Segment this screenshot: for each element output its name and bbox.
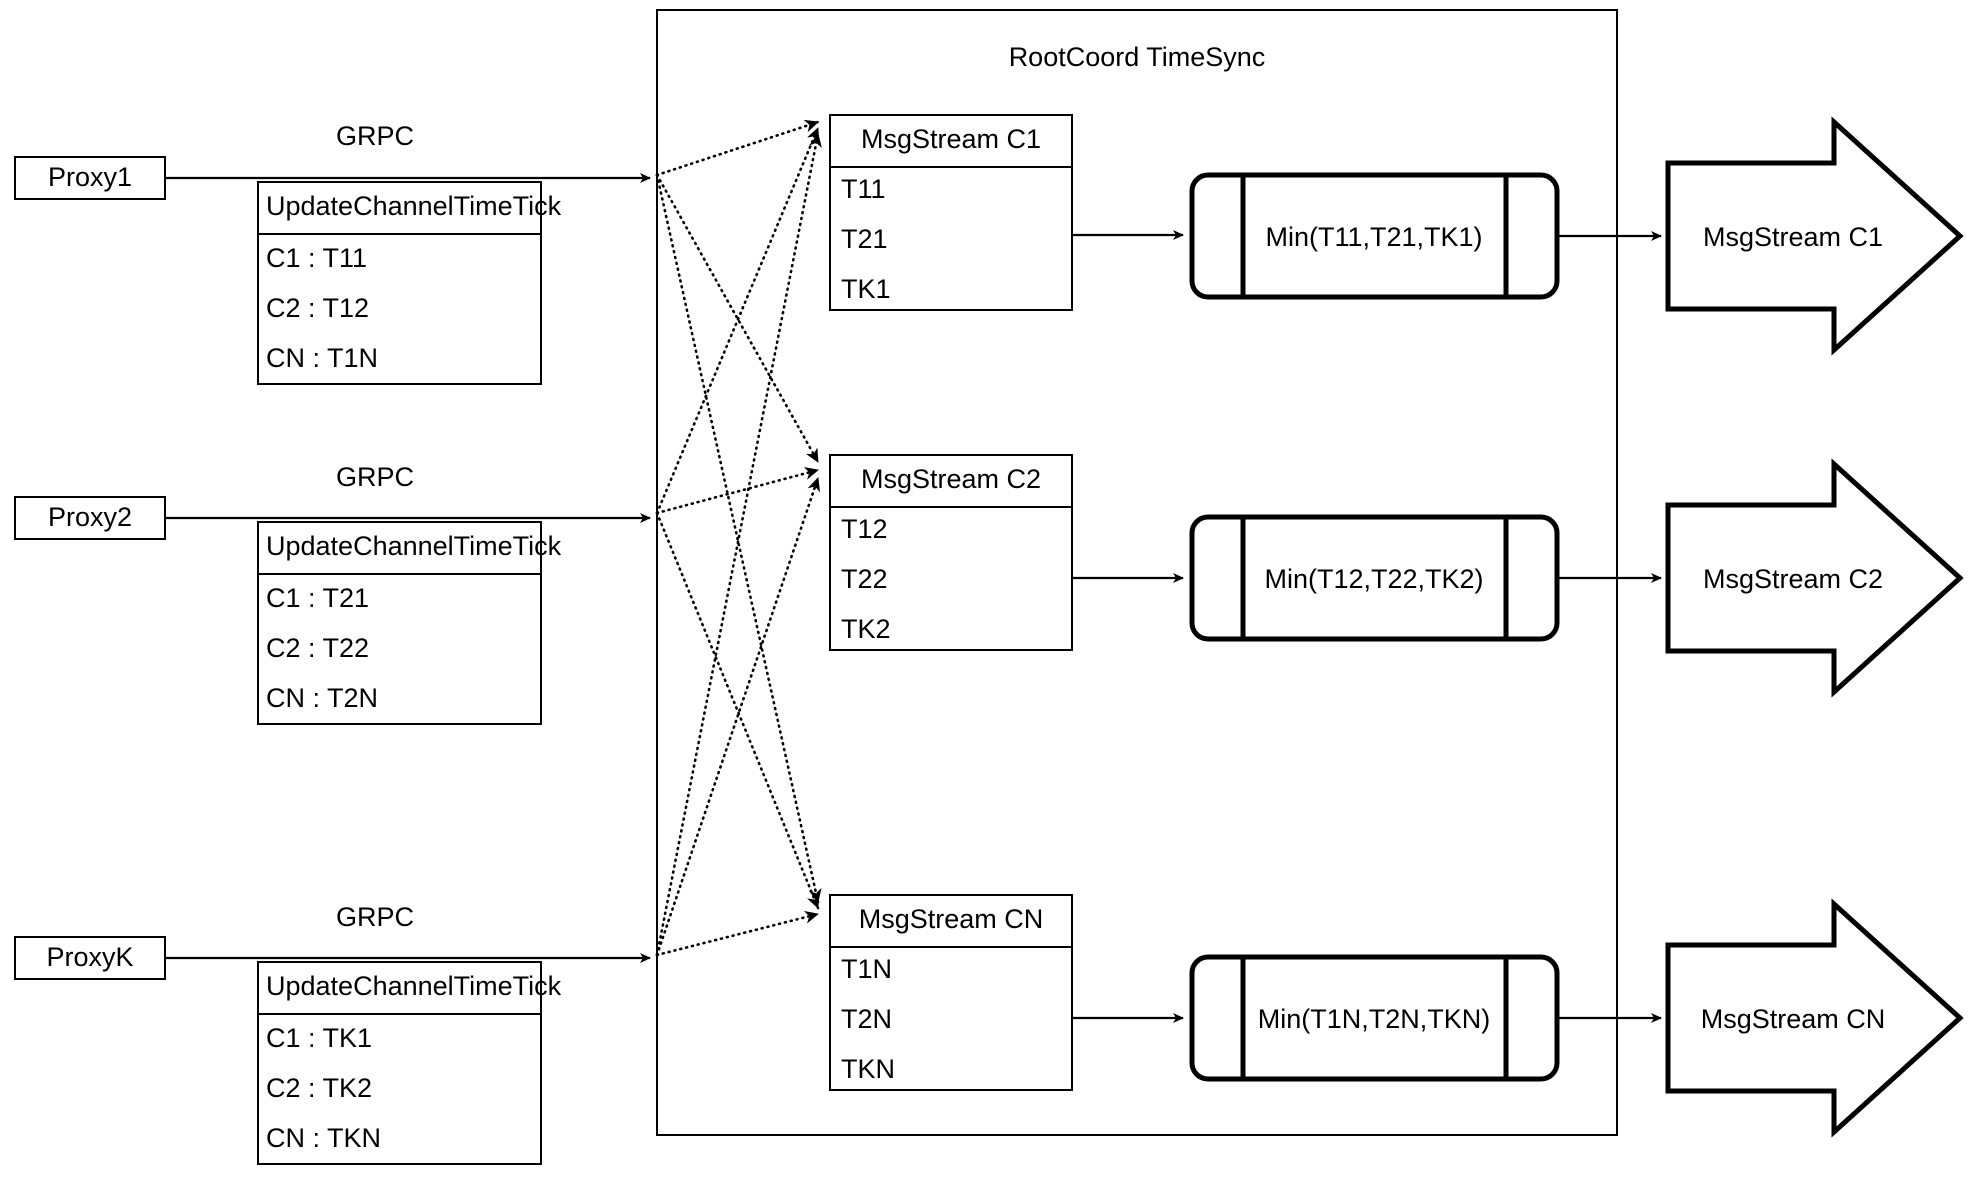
dispatch-link-p1-cn bbox=[655, 173, 822, 904]
msgstream-row-2-2: T22 bbox=[841, 564, 888, 594]
msgstream-row-3-3: TKN bbox=[841, 1054, 895, 1084]
proxy-box-1[interactable] bbox=[14, 156, 166, 200]
dispatch-link-pk-c2 bbox=[655, 476, 821, 957]
msgstream-row-2-1: T12 bbox=[841, 514, 888, 544]
proxy-box-3[interactable] bbox=[14, 936, 166, 980]
dispatch-link-p2-c1 bbox=[655, 126, 820, 515]
update-channel-timetick-box-2 bbox=[257, 521, 542, 725]
msgstream-row-1-2: T21 bbox=[841, 224, 888, 254]
msgstream-row-3-1: T1N bbox=[841, 954, 892, 984]
min-process-label-1: Min(T11,T21,TK1) bbox=[1265, 222, 1482, 252]
output-arrow-label-2: MsgStream C2 bbox=[1703, 564, 1883, 594]
output-arrow-label-1: MsgStream C1 bbox=[1703, 222, 1883, 252]
msgstream-box-1 bbox=[829, 114, 1073, 311]
dispatch-link-p1-c1 bbox=[655, 119, 820, 177]
dispatch-link-pk-cn bbox=[655, 910, 820, 957]
proxy-label-3: ProxyK bbox=[46, 942, 133, 972]
dispatch-link-pk-c1 bbox=[655, 132, 822, 957]
update-channel-timetick-row-1-3: CN : T1N bbox=[266, 343, 378, 373]
update-channel-timetick-row-2-2: C2 : T22 bbox=[266, 633, 369, 663]
rootcoord-timesync-title: RootCoord TimeSync bbox=[1009, 42, 1266, 72]
msgstream-row-1-3: TK1 bbox=[841, 274, 891, 304]
proxy-label-1: Proxy1 bbox=[48, 162, 132, 192]
update-channel-timetick-row-2-1: C1 : T21 bbox=[266, 583, 369, 613]
grpc-link-label-3: GRPC bbox=[336, 902, 414, 932]
proxy-box-2[interactable] bbox=[14, 496, 166, 540]
update-channel-timetick-row-1-2: C2 : T12 bbox=[266, 293, 369, 323]
output-arrow-shape-1 bbox=[1665, 116, 1964, 356]
dispatch-link-p1-c2 bbox=[655, 173, 820, 464]
update-channel-timetick-row-2-3: CN : T2N bbox=[266, 683, 378, 713]
proxy-label-2: Proxy2 bbox=[48, 502, 132, 532]
update-channel-timetick-row-3-3: CN : TKN bbox=[266, 1123, 381, 1153]
msgstream-box-3 bbox=[829, 894, 1073, 1091]
output-arrow-shape-2 bbox=[1665, 458, 1964, 698]
msgstream-row-2-3: TK2 bbox=[841, 614, 891, 644]
grpc-link-label-1: GRPC bbox=[336, 121, 414, 151]
msgstream-row-1-1: T11 bbox=[841, 174, 886, 204]
output-arrow-shape-3 bbox=[1665, 898, 1964, 1138]
msgstream-header-1: MsgStream C1 bbox=[861, 124, 1041, 154]
dispatch-link-p2-cn bbox=[655, 511, 820, 910]
update-channel-timetick-box-3 bbox=[257, 961, 542, 1165]
output-arrow-label-3: MsgStream CN bbox=[1701, 1004, 1886, 1034]
update-channel-timetick-box-1 bbox=[257, 181, 542, 385]
update-channel-timetick-header-3: UpdateChannelTimeTick bbox=[266, 971, 562, 1001]
update-channel-timetick-row-1-1: C1 : T11 bbox=[266, 243, 367, 273]
msgstream-header-3: MsgStream CN bbox=[859, 904, 1044, 934]
update-channel-timetick-header-2: UpdateChannelTimeTick bbox=[266, 531, 562, 561]
update-channel-timetick-row-3-2: C2 : TK2 bbox=[266, 1073, 372, 1103]
msgstream-header-2: MsgStream C2 bbox=[861, 464, 1041, 494]
dispatch-link-p2-c2 bbox=[655, 467, 820, 515]
min-process-label-2: Min(T12,T22,TK2) bbox=[1264, 564, 1483, 594]
grpc-link-label-2: GRPC bbox=[336, 462, 414, 492]
msgstream-row-3-2: T2N bbox=[841, 1004, 892, 1034]
update-channel-timetick-row-3-1: C1 : TK1 bbox=[266, 1023, 372, 1053]
min-process-label-3: Min(T1N,T2N,TKN) bbox=[1258, 1004, 1491, 1034]
update-channel-timetick-header-1: UpdateChannelTimeTick bbox=[266, 191, 562, 221]
msgstream-box-2 bbox=[829, 454, 1073, 651]
